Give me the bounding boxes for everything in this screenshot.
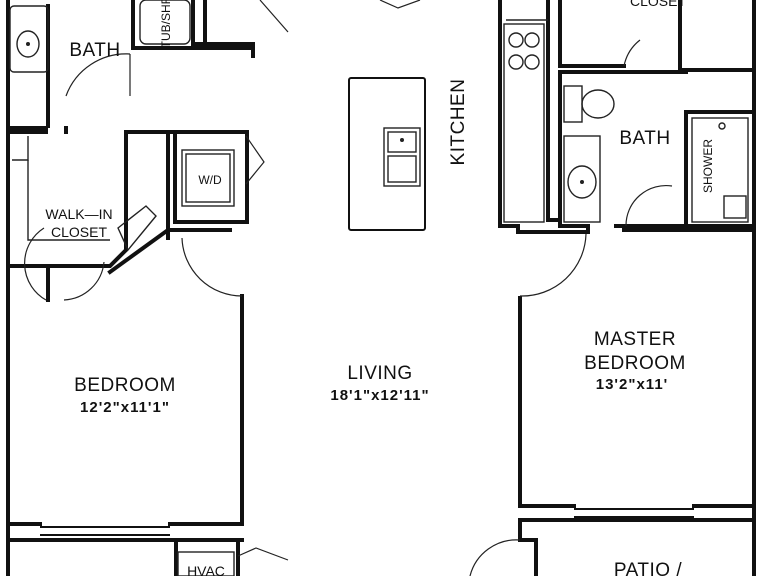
master-bedroom-label-2: BEDROOM <box>584 353 686 374</box>
living-label: LIVING <box>347 363 412 384</box>
bedroom-dimensions: 12'2"x11'1" <box>80 399 170 416</box>
living-dimensions: 18'1"x12'11" <box>330 387 429 404</box>
tub-label: TUB/SHR <box>159 0 173 48</box>
kitchen-label: KITCHEN <box>448 79 469 166</box>
walkin-closet-label-1: WALK—IN <box>45 206 112 222</box>
washer-dryer-label: W/D <box>198 173 222 187</box>
bath-left-label: BATH <box>69 40 120 61</box>
closet-top-label: CLOSET <box>630 0 686 9</box>
master-bedroom-label-1: MASTER <box>594 329 676 350</box>
bath-right-label: BATH <box>619 128 670 149</box>
hvac-label: HVAC <box>187 563 225 576</box>
walkin-closet-label-2: CLOSET <box>51 224 107 240</box>
master-bedroom-dimensions: 13'2"x11' <box>596 376 668 393</box>
bedroom-label: BEDROOM <box>74 375 176 396</box>
fixtures <box>9 0 749 576</box>
patio-label: PATIO / <box>614 560 682 576</box>
shower-label: SHOWER <box>701 139 715 193</box>
doors <box>24 0 673 576</box>
walls <box>6 0 756 576</box>
